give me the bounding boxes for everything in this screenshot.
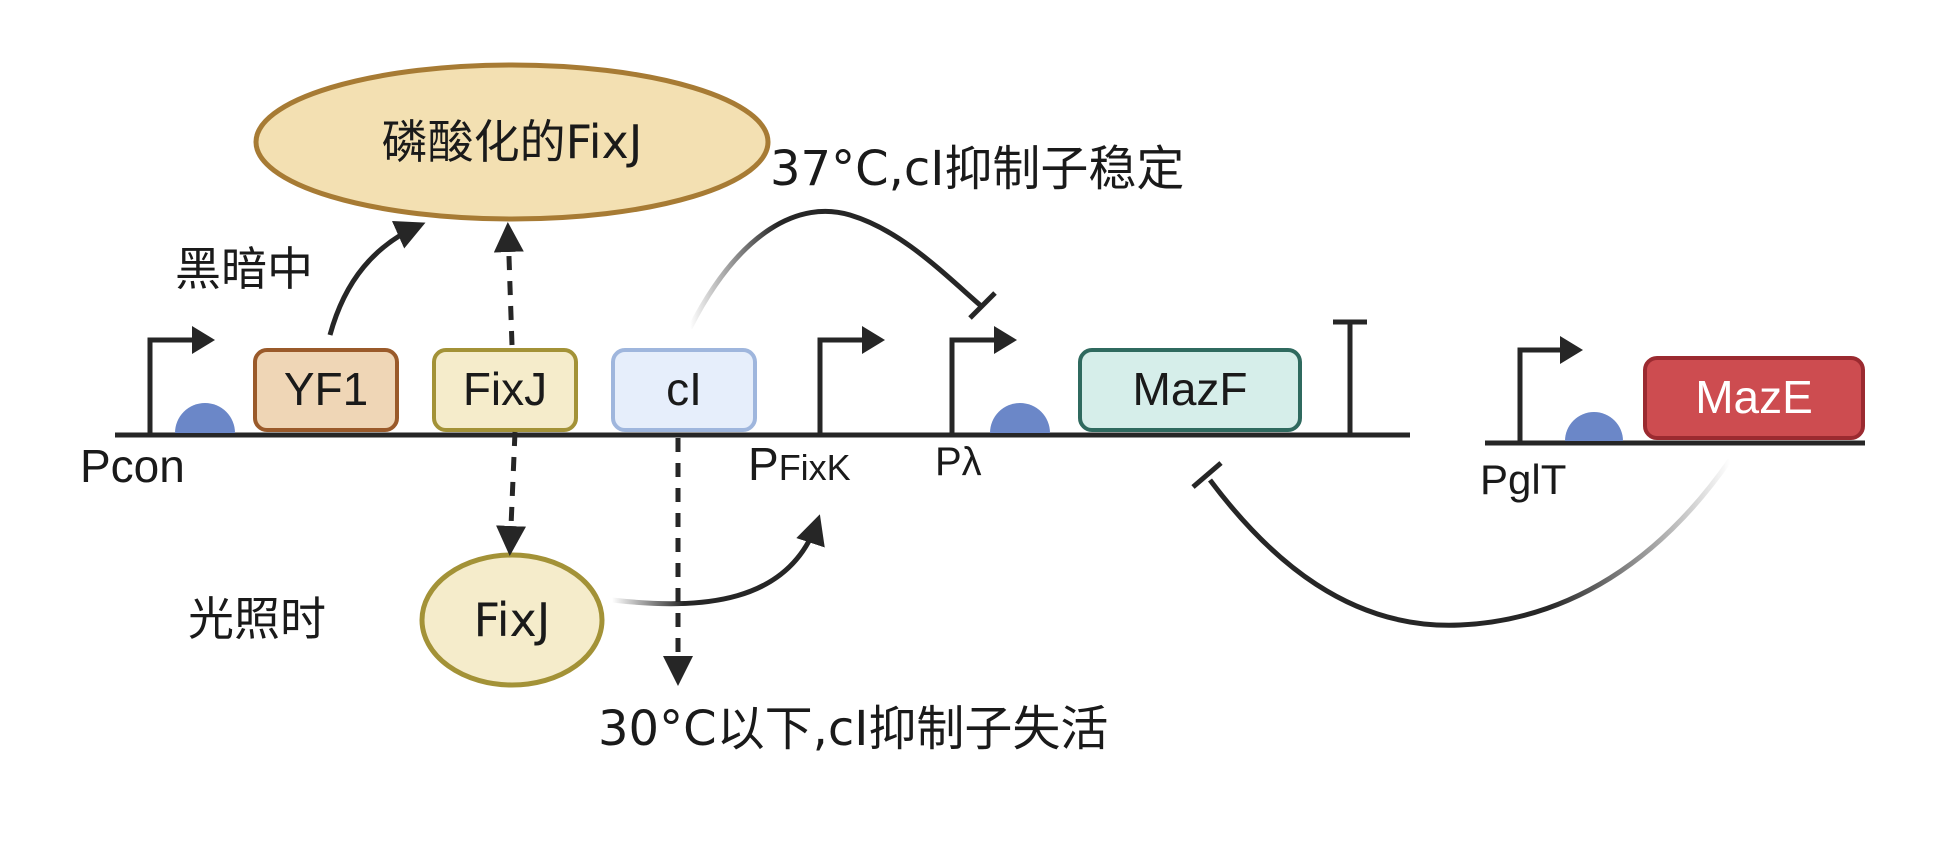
fixj-to-phospho-dashed-arrow [493, 222, 524, 346]
repression-bar-icon [1191, 461, 1223, 489]
gene-fixj-label: FixJ [463, 363, 547, 415]
fixj-light-node: FixJ [419, 552, 605, 688]
pcon-label: Pcon [80, 440, 185, 492]
gene-ci-label: cI [666, 363, 702, 415]
dark-activation-arrow [327, 221, 426, 336]
temp-37-label: 37°C,cI抑制子稳定 [770, 141, 1184, 197]
gene-fixj: FixJ [432, 348, 578, 432]
phospho-fixj-label: 磷酸化的FixJ [382, 115, 643, 169]
light-condition-label: 光照时 [188, 592, 326, 646]
dark-condition-label: 黑暗中 [175, 242, 313, 296]
pglt-promoter-arrow-icon [1517, 347, 1562, 443]
ci-represses-plambda-line [687, 208, 982, 330]
maze-represses-mazf-line [1208, 458, 1733, 628]
gene-mazf-label: MazF [1133, 363, 1248, 415]
plambda-promoter-arrow-icon [949, 337, 997, 435]
plambda-label: Pλ [935, 440, 982, 484]
ribosome-binding-site-icon [1565, 412, 1623, 441]
repression-bar-icon [968, 291, 997, 320]
pfixk-label: PFixK [748, 438, 851, 490]
plambda-arrowhead-icon [994, 326, 1017, 354]
fixj-to-light-dashed-arrow [496, 431, 527, 556]
ribosome-binding-site-icon [175, 403, 235, 433]
gene-maze: MazE [1643, 356, 1865, 440]
gene-ci: cI [611, 348, 757, 432]
gene-yf1-label: YF1 [284, 363, 368, 415]
temp-30-label: 30°C以下,cI抑制子失活 [598, 701, 1108, 757]
terminator-icon [1333, 319, 1367, 435]
fixj-light-label: FixJ [474, 593, 551, 647]
pcon-arrowhead-icon [192, 326, 215, 354]
gene-maze-label: MazE [1695, 371, 1813, 423]
pcon-promoter-arrow-icon [147, 337, 195, 435]
gene-mazf: MazF [1078, 348, 1302, 432]
fixj-activates-pfixk-arrow [611, 514, 825, 607]
phospho-fixj-node: 磷酸化的FixJ [253, 62, 771, 222]
gene-yf1: YF1 [253, 348, 399, 432]
pglt-label: PglT [1480, 456, 1566, 503]
pglt-arrowhead-icon [1560, 336, 1583, 364]
pfixk-promoter-arrow-icon [817, 337, 865, 435]
pfixk-arrowhead-icon [862, 326, 885, 354]
ribosome-binding-site-icon [990, 403, 1050, 433]
